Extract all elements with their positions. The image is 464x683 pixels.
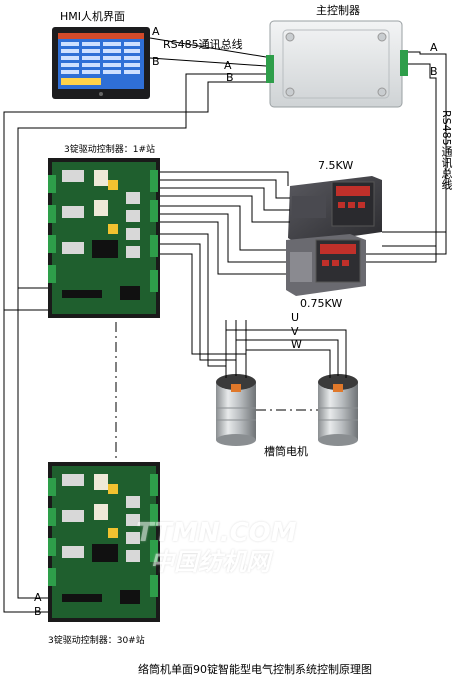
motor-left bbox=[216, 374, 256, 446]
driver-30-label: 3锭驱动控制器：30#站 bbox=[48, 636, 145, 646]
motor-right bbox=[318, 374, 358, 446]
hmi-label: HMI人机界面 bbox=[60, 10, 126, 23]
inverter-7-5kw bbox=[288, 176, 382, 244]
continuation-lines bbox=[115, 322, 318, 458]
hmi-panel bbox=[52, 27, 150, 99]
diagram-caption: 络筒机单面90锭智能型电气控制系统控制原理图 bbox=[138, 663, 372, 676]
phase-v-label: V bbox=[291, 325, 299, 338]
wiring bbox=[3, 37, 447, 613]
rs485-bus-label-top: RS485通讯总线 bbox=[163, 38, 243, 51]
terminal-a-bus: A bbox=[224, 59, 232, 72]
main-controller bbox=[266, 20, 408, 108]
inverter-large-label: 7.5KW bbox=[318, 159, 354, 172]
terminal-b-bus: B bbox=[226, 71, 234, 84]
terminal-a-board30: A bbox=[34, 591, 42, 604]
driver-board-1 bbox=[48, 158, 160, 318]
driver-1-label: 3锭驱动控制器：1#站 bbox=[64, 145, 155, 155]
driver-board-30 bbox=[48, 462, 160, 622]
motor-label: 槽筒电机 bbox=[264, 445, 308, 458]
terminal-b-right: B bbox=[430, 65, 438, 78]
watermark-cn: 中国纺机网 bbox=[150, 548, 270, 576]
inverter-small-label: 0.75KW bbox=[300, 297, 343, 310]
rs485-bus-label-right: RS485通讯总线 bbox=[440, 110, 453, 190]
phase-w-label: W bbox=[291, 338, 302, 351]
watermark-en: TTMN.COM bbox=[136, 518, 297, 548]
terminal-a-hmi: A bbox=[152, 25, 160, 38]
inverter-0-75kw bbox=[286, 234, 366, 296]
terminal-a-right: A bbox=[430, 41, 438, 54]
terminal-b-hmi: B bbox=[152, 55, 160, 68]
phase-u-label: U bbox=[291, 311, 300, 324]
terminal-b-board30: B bbox=[34, 605, 42, 618]
main-controller-label: 主控制器 bbox=[316, 4, 360, 17]
